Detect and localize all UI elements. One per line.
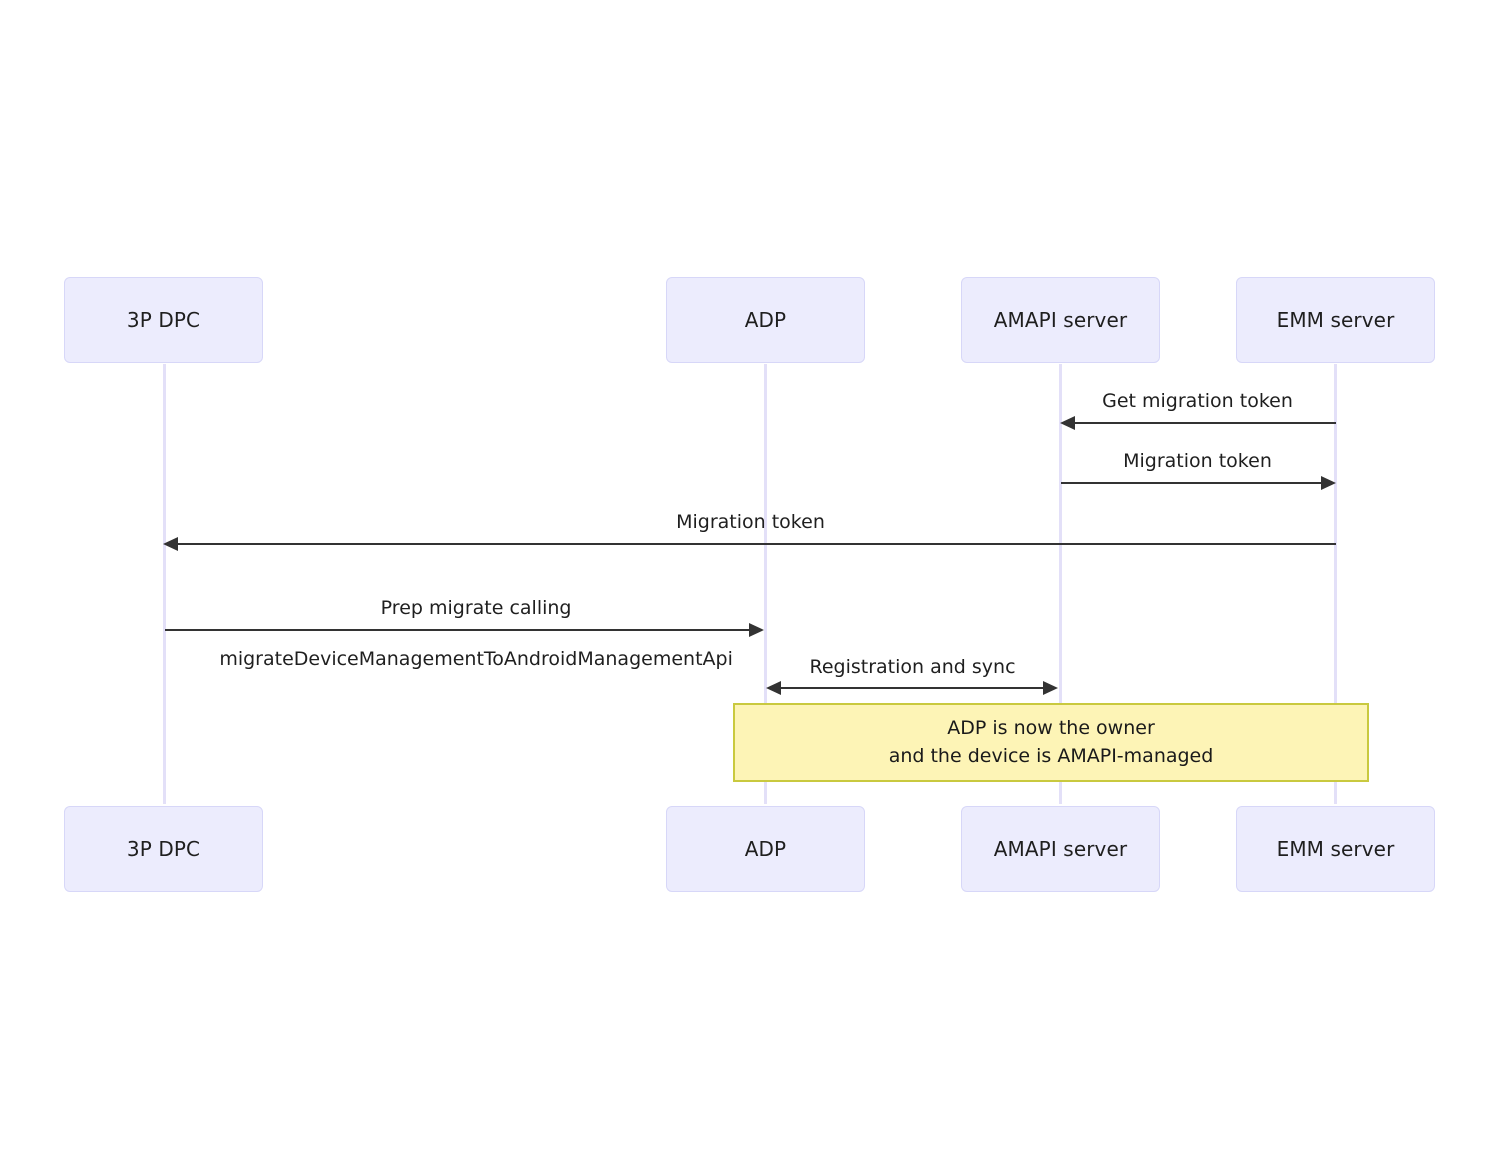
message-label-migration-token-emm: Migration token [1123,450,1272,472]
message-label-migration-token-dpc: Migration token [676,511,825,533]
arrow-head-left-get-migration-token [1060,416,1075,430]
participant-top-amapi-server[interactable]: AMAPI server [961,277,1160,363]
arrow-head-right-registration-and-sync [1043,681,1058,695]
arrow-head-right-migration-token-emm [1321,476,1336,490]
message-label-line-1: Prep migrate calling [380,597,572,620]
participant-bottom-amapi-server[interactable]: AMAPI server [961,806,1160,892]
message-line-get-migration-token [1063,422,1336,424]
participant-label: 3P DPC [126,308,201,332]
participant-bottom-adp[interactable]: ADP [666,806,865,892]
participant-top-adp[interactable]: ADP [666,277,865,363]
message-line-migration-token-dpc [166,543,1336,545]
participant-label: AMAPI server [993,308,1128,332]
participant-label: EMM server [1276,308,1395,332]
message-line-migration-token-emm [1061,482,1321,484]
note-line-2: and the device is AMAPI-managed [888,744,1214,767]
participant-bottom-emm-server[interactable]: EMM server [1236,806,1435,892]
message-label-prep-migrate: Prep migrate calling migrateDeviceManage… [164,571,764,697]
participant-label: 3P DPC [126,837,201,861]
message-label-get-migration-token: Get migration token [1102,390,1293,412]
participant-label: AMAPI server [993,837,1128,861]
note-adp-owner: ADP is now the owner and the device is A… [733,703,1369,782]
participant-label: ADP [744,308,787,332]
participant-label: EMM server [1276,837,1395,861]
arrow-head-right-prep-migrate [749,623,764,637]
message-line-registration-and-sync [781,687,1043,689]
message-line-prep-migrate [165,629,749,631]
lifeline-adp [764,364,767,804]
message-label-registration-and-sync: Registration and sync [809,656,1016,678]
message-label-line-2: migrateDeviceManagementToAndroidManageme… [219,647,733,670]
arrow-head-left-migration-token-dpc [163,537,178,551]
arrow-head-left-registration-and-sync [766,681,781,695]
participant-label: ADP [744,837,787,861]
participant-top-emm-server[interactable]: EMM server [1236,277,1435,363]
lifeline-amapi-server [1059,364,1062,804]
participant-top-3p-dpc[interactable]: 3P DPC [64,277,263,363]
lifeline-3p-dpc [163,364,166,804]
participant-bottom-3p-dpc[interactable]: 3P DPC [64,806,263,892]
note-line-1: ADP is now the owner [947,716,1155,739]
lifeline-emm-server [1334,364,1337,804]
